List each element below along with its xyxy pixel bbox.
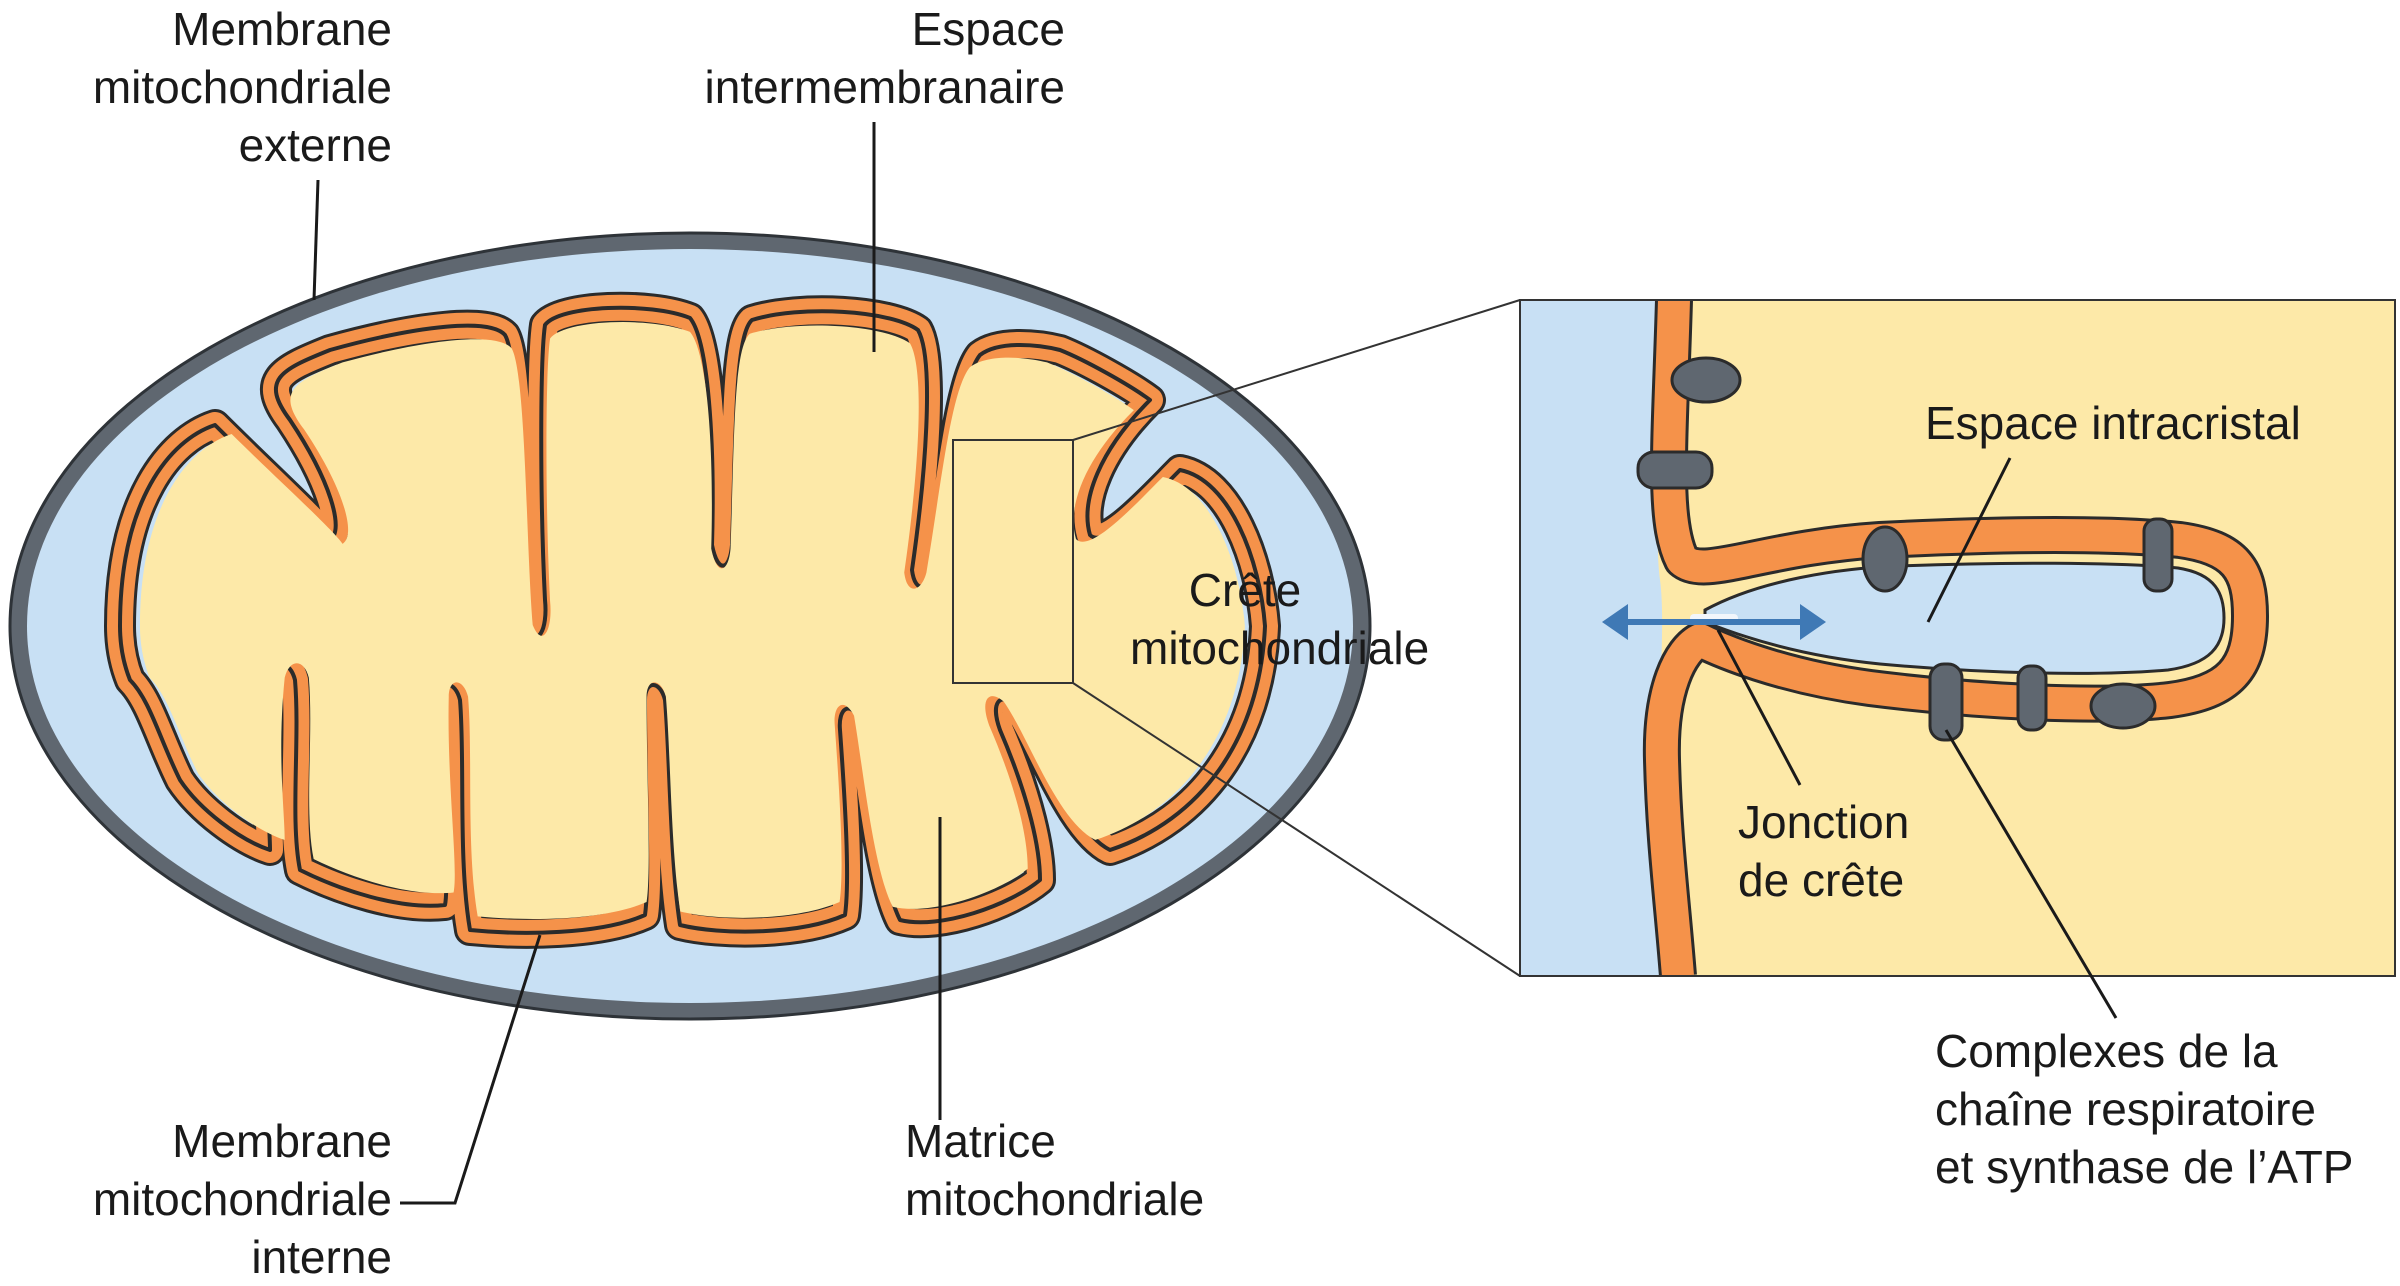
label-intracristal-space: Espace intracristal — [1925, 397, 2301, 449]
leader-intracristal-space — [1926, 457, 2012, 623]
leader-complexes — [1944, 729, 2118, 1019]
label-crista-junction: Jonction de crête — [1738, 796, 1910, 906]
inset-intermembrane-space — [1520, 300, 1672, 976]
label-crista: Crête mitochondriale — [1130, 564, 1430, 674]
protein-complex-icon — [2016, 664, 2048, 732]
double-headed-arrow-icon — [1602, 604, 1826, 640]
leader-crista-junction — [1716, 629, 1802, 786]
protein-complex-icon — [2089, 682, 2157, 730]
leader-lines — [312, 122, 2118, 1205]
protein-complex-icon — [1861, 525, 1909, 593]
protein-complex-icon — [1670, 356, 1742, 404]
mitochondrion — [8, 231, 1372, 1021]
zoom-line-top — [1072, 299, 1521, 441]
crista-inset — [1519, 299, 2396, 977]
label-intermembrane-space: Espace intermembranaire — [704, 3, 1065, 113]
leader-inner-membrane — [400, 934, 542, 1205]
leader-outer-membrane — [312, 179, 320, 301]
protein-complex-icon — [1928, 662, 1964, 742]
label-matrix: Matrice mitochondriale — [905, 1115, 1205, 1225]
label-outer-membrane: Membrane mitochondriale externe — [92, 3, 392, 171]
matrix — [139, 322, 1245, 919]
label-complexes: Complexes de la chaîne respiratoire et s… — [1935, 1025, 2354, 1193]
label-inner-membrane: Membrane mitochondriale interne — [92, 1115, 392, 1283]
zoom-line-bottom — [1072, 682, 1521, 977]
protein-complex-icon — [2142, 517, 2174, 593]
protein-complex-icon — [1636, 450, 1714, 490]
zoom-box — [952, 439, 1074, 684]
protein-complexes — [1636, 356, 2174, 742]
